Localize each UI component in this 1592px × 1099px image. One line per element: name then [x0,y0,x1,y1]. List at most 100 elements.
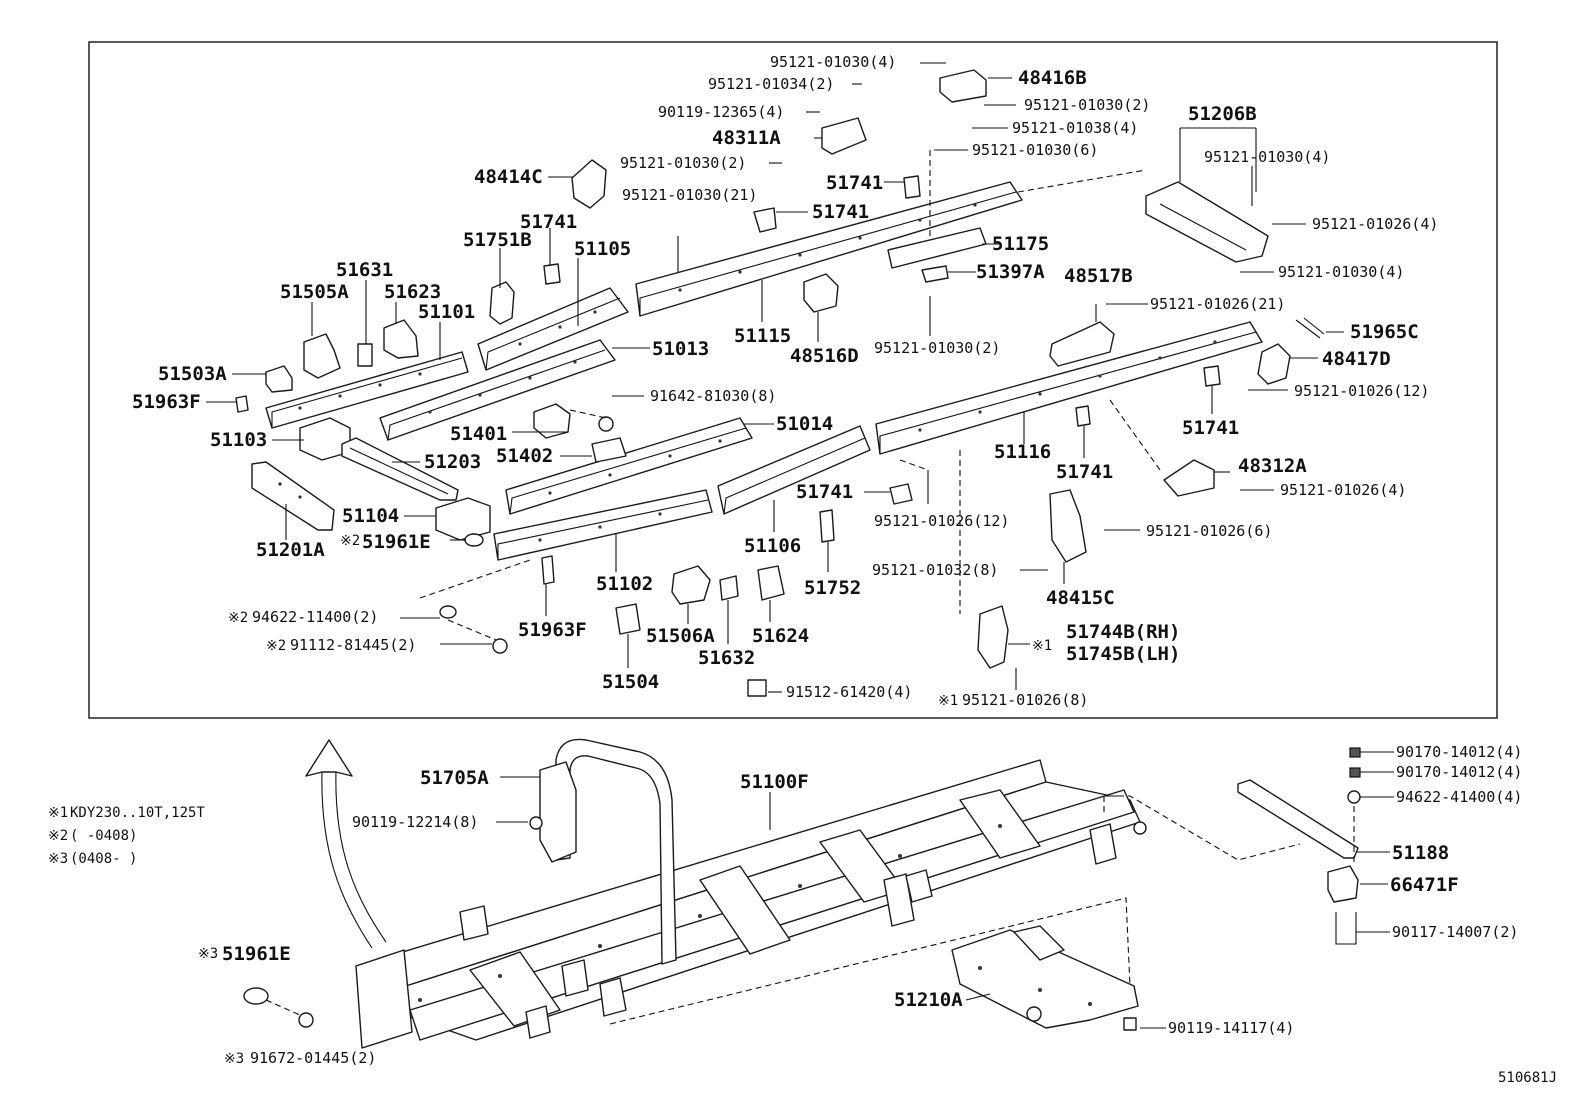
part-66471F[interactable] [1327,865,1359,903]
label-90117-14007-2: 90117-14007(2) [1392,923,1518,941]
label-90170-14012-4a: 90170-14012(4) [1396,743,1522,761]
label-51745B-lh: 51745B(LH) [1066,643,1180,665]
part-91642-81030[interactable] [598,416,614,432]
label-51102: 51102 [596,573,653,595]
label-95121-01030-2a: 95121-01030(2) [620,154,746,172]
label-51741-f: 51741 [796,481,853,503]
part-51506A[interactable] [671,565,711,605]
part-51104-bracket[interactable] [435,497,491,541]
part-91672-01445[interactable] [298,1012,314,1028]
label-51402: 51402 [496,445,553,467]
label-51965C: 51965C [1350,321,1419,343]
label-48311A: 48311A [712,127,781,149]
part-48312A[interactable] [1163,459,1215,497]
part-51963F-b[interactable] [541,555,555,585]
label-95121-01030-4a: 95121-01030(4) [770,53,896,71]
part-90119-14117[interactable] [1123,1017,1137,1031]
label-51101: 51101 [418,301,475,323]
part-51013-rail[interactable] [379,339,616,441]
part-51102-rail[interactable] [493,489,713,561]
note-1-text: KDY230..10T,125T [70,805,205,821]
part-91512-61420[interactable] [747,679,767,697]
part-51505A[interactable] [303,333,341,379]
label-51105: 51105 [574,238,631,260]
label-95121-01032-8: 95121-01032(8) [872,561,998,579]
label-51206B: 51206B [1188,103,1257,125]
part-51203-crossmember[interactable] [341,437,459,501]
part-51401[interactable] [533,403,571,439]
label-95121-01026-12a: 95121-01026(12) [1294,382,1429,400]
label-51961E-a: 51961E [362,531,431,553]
part-51741-b[interactable] [753,207,777,233]
part-90170-14012-a[interactable] [1349,747,1361,758]
part-94622-11400[interactable] [439,605,457,619]
label-95121-01030-21: 95121-01030(21) [622,186,757,204]
part-48516D[interactable] [803,273,839,313]
label-48517B: 48517B [1064,265,1133,287]
part-51741-f[interactable] [889,483,913,505]
part-51961E-b[interactable] [243,987,269,1005]
part-51965C[interactable] [1295,317,1325,339]
part-48414C[interactable] [571,159,607,209]
part-51963F-a[interactable] [235,395,249,413]
part-51961E-a[interactable] [464,533,484,547]
part-48517B[interactable] [1049,321,1115,367]
label-51505A: 51505A [280,281,349,303]
part-90119-12214[interactable] [529,816,543,830]
label-51741-b: 51741 [812,201,869,223]
part-51106-rail[interactable] [717,425,871,515]
part-51624[interactable] [757,565,785,601]
part-51623[interactable] [383,319,419,359]
label-51624: 51624 [752,625,809,647]
part-48415C[interactable] [1049,489,1087,563]
part-51752[interactable] [819,509,835,543]
part-51631[interactable] [357,343,373,367]
part-51402[interactable] [591,437,627,463]
mark-95121-01026-8: ※1 [938,693,958,709]
label-95121-01030-2c: 95121-01030(2) [874,339,1000,357]
part-91112-81445[interactable] [492,638,508,654]
label-51506A: 51506A [646,625,715,647]
label-95121-01026-8: 95121-01026(8) [962,691,1088,709]
label-51201A: 51201A [256,539,325,561]
part-51397A[interactable] [921,265,949,283]
part-51014-rail[interactable] [505,417,753,515]
part-51741-d[interactable] [1203,365,1221,387]
part-51201A-crossmember[interactable] [251,461,335,531]
label-48516D: 48516D [790,345,859,367]
label-51013: 51013 [652,338,709,360]
part-48416B[interactable] [939,69,987,103]
mark-94622-11400: ※2 [228,610,248,626]
label-91512-61420-4: 91512-61420(4) [786,683,912,701]
part-51206B[interactable] [1145,181,1269,263]
part-51115-rail[interactable] [635,181,1023,317]
part-51741-a[interactable] [543,263,561,285]
part-51503A[interactable] [265,365,293,393]
part-51741-e[interactable] [1075,405,1091,427]
part-51744B-51745B[interactable] [977,605,1009,669]
part-48417D[interactable] [1257,343,1291,385]
part-51741-c[interactable] [903,175,921,199]
leader-lines-upper [206,62,1344,693]
part-94622-41400[interactable] [1347,790,1361,804]
part-51101-rail[interactable] [265,351,469,429]
label-51744B-rh: 51744B(RH) [1066,621,1180,643]
label-51175: 51175 [992,233,1049,255]
part-51632[interactable] [719,575,739,601]
part-51116-rail[interactable] [875,321,1263,455]
frame-assembly-51100F[interactable] [355,738,1147,1049]
part-51210A-skid-plate[interactable] [951,925,1139,1029]
label-51961E-b: 51961E [222,943,291,965]
note-3-text: (0408- ) [70,851,137,867]
part-90170-14012-b[interactable] [1349,767,1361,778]
label-51106: 51106 [744,535,801,557]
part-51504[interactable] [615,603,641,635]
part-90117-14007[interactable] [1335,912,1357,945]
label-95121-01026-6: 95121-01026(6) [1146,522,1272,540]
part-51751B[interactable] [489,281,515,325]
part-51188-bracket[interactable] [1237,779,1359,859]
label-51504: 51504 [602,671,659,693]
part-51105-rail[interactable] [477,287,629,371]
label-66471F: 66471F [1390,874,1459,896]
part-48311A[interactable] [821,117,867,155]
